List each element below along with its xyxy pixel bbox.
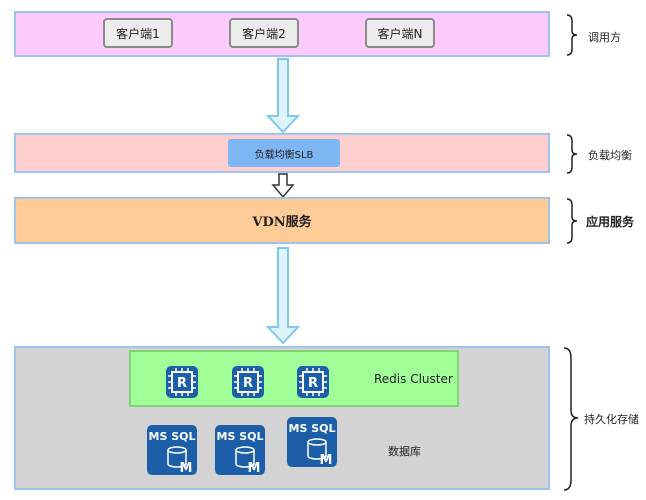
redis-node-icon-2: R [230,364,266,400]
mssql-icon-3: MS SQL M [286,416,338,468]
load-balance-brace [566,134,578,174]
mssql-icon-2: MS SQL M [214,424,266,476]
app-service-layer: VDN服务 [14,197,550,244]
mssql-letter-3: M [320,453,333,468]
redis-cluster-label: Redis Cluster [374,372,453,386]
persistence-brace [563,347,579,491]
caller-brace [566,14,578,56]
mssql-letter-1: M [180,461,193,476]
slb-label: 负载均衡SLB [254,149,314,161]
redis-node-letter-3: R [308,376,318,391]
load-balance-brace-label: 负载均衡 [588,149,632,162]
down-arrow-caller-to-lb [266,58,300,134]
client-2-box[interactable]: 客户端2 [229,18,299,48]
mssql-icon-1: MS SQL M [146,424,198,476]
persistence-brace-label: 持久化存储 [584,413,639,426]
app-service-brace [566,198,578,244]
slb-box[interactable]: 负载均衡SLB [228,139,340,167]
client-1-label: 客户端1 [116,26,160,41]
mssql-letter-2: M [248,461,261,476]
redis-node-letter-1: R [177,376,187,391]
mssql-text-2: MS SQL [217,430,264,443]
vdn-service-label: VDN服务 [252,215,312,230]
redis-node-icon-3: R [295,364,331,400]
client-n-label: 客户端N [377,26,423,41]
down-arrow-lb-to-app [271,173,295,199]
redis-node-icon-1: R [164,364,200,400]
mssql-text-3: MS SQL [289,422,336,435]
client-n-box[interactable]: 客户端N [365,18,435,48]
app-service-brace-label: 应用服务 [586,215,635,229]
client-1-box[interactable]: 客户端1 [103,18,173,48]
redis-node-letter-2: R [243,376,253,391]
down-arrow-app-to-storage [266,247,300,345]
caller-brace-label: 调用方 [588,31,621,44]
client-2-label: 客户端2 [242,26,286,41]
database-label: 数据库 [388,445,421,458]
mssql-text-1: MS SQL [149,430,196,443]
